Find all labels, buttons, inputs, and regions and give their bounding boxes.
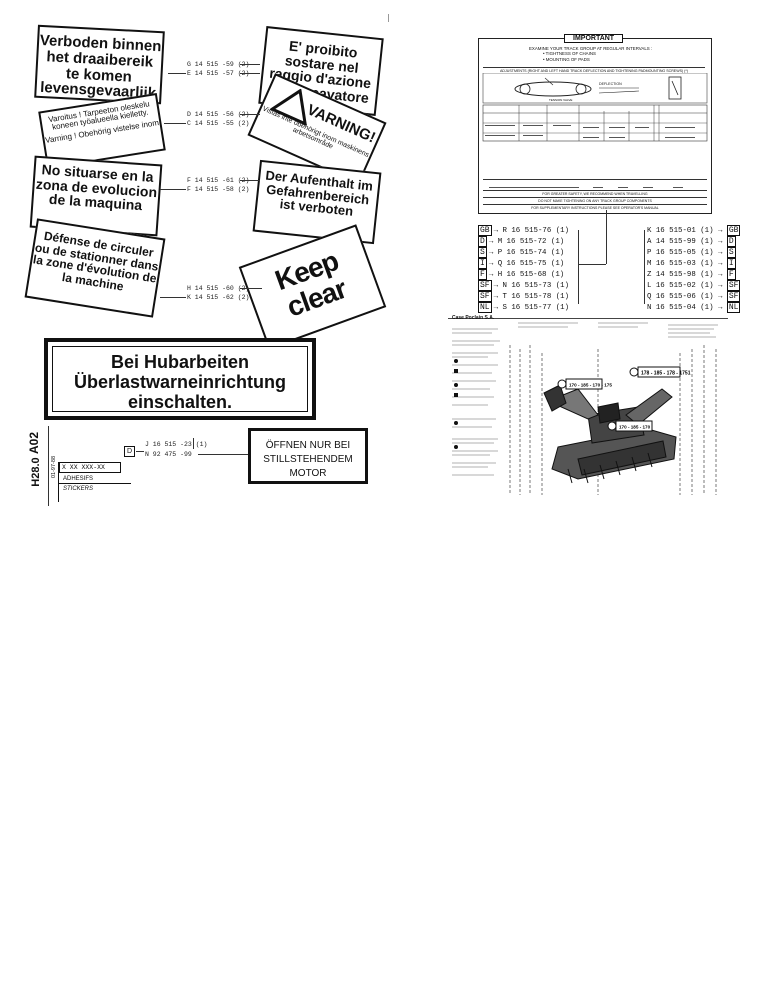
excavator-diagram: 178 - 185 - 178 - 1751 170 - 185 - 170 -…: [452, 322, 718, 495]
ref-row: M 16 515-03 (1) → I: [647, 258, 736, 269]
sticker-dutch: Verboden binnen het draaibereik te komen…: [34, 24, 165, 105]
notice-caption: ADJUSTMENTS (RIGHT AND LEFT HAND TRACK D…: [483, 67, 705, 73]
ref-row: L 16 515-02 (1) → SF: [647, 280, 741, 291]
part-number-e: E 14 515 -57 (2): [187, 70, 250, 77]
sticker-german-aufenthalt: Der Aufenthalt im Gefahrenbereich ist ve…: [252, 159, 382, 245]
notice-instructions: EXAMINE YOUR TRACK GROUP AT REGULAR INTE…: [529, 46, 653, 62]
ref-row: SF→ T 16 515-78 (1): [478, 291, 570, 302]
manual-label-1: 178 - 185 - 178 - 1751: [641, 371, 691, 377]
side-date: 01-97-88: [51, 455, 57, 479]
ref-row: D→ M 16 515-72 (1): [478, 236, 565, 247]
part-number-d: D 14 515 -56 (2): [187, 111, 250, 118]
side-code-a02: A02: [27, 432, 41, 455]
title-block-line1: ADHESIFS: [59, 473, 131, 484]
part-number-g: G 14 515 -59 (2): [187, 61, 250, 68]
sticker-hubarbeiten: Bei Hubarbeiten Überlastwarneinrichtung …: [44, 338, 316, 420]
part-number-h: H 14 515 -60 (2): [187, 285, 250, 292]
notice-footer: FOR GREATER SAFETY, WE RECOMMEND WHEN TR…: [483, 190, 707, 211]
ref-row: NL→ S 16 515-77 (1): [478, 302, 570, 313]
part-number-k: K 14 515 -62 (2): [187, 294, 250, 301]
manual-page: Case Poclain S.A.: [448, 315, 728, 495]
ref-row: Q 16 515-06 (1) → SF: [647, 291, 741, 302]
side-code-h28: H28.0: [30, 457, 42, 487]
sticker-swedish: VARNING! Vistas inte obehörigt inom mask…: [247, 73, 387, 185]
part-number-n: N 92 475 -99: [145, 451, 192, 458]
ref-row: SF→ N 16 515-73 (1): [478, 280, 570, 291]
manual-label-2: 170 - 185 - 170 - 175: [569, 383, 612, 388]
small-code-box: D: [124, 446, 136, 457]
ref-row: I→ Q 16 515-75 (1): [478, 258, 565, 269]
ref-row: K 16 515-01 (1) → GB: [647, 225, 741, 236]
ref-row: P 16 515-05 (1) → S: [647, 247, 736, 258]
ref-row: A 14 515-99 (1) → D: [647, 236, 736, 247]
manual-label-3: 170 - 185 - 170: [619, 425, 651, 430]
title-block-code: X XX XXX-XX: [59, 462, 121, 473]
warning-triangle-icon: [269, 88, 308, 127]
sticker-motor: ÖFFNEN NUR BEI STILLSTEHENDEM MOTOR: [248, 428, 368, 484]
title-block-line2: STICKERS: [63, 486, 94, 492]
ref-row: GB→ R 16 515-76 (1): [478, 225, 570, 236]
deflection-label: DEFLECTION: [599, 82, 622, 86]
part-number-f2: F 14 515 -58 (2): [187, 186, 250, 193]
ref-row: N 16 515-04 (1) → NL: [647, 302, 741, 313]
ref-row: S→ P 16 515-74 (1): [478, 247, 565, 258]
ref-row: Z 14 515-98 (1) → F: [647, 269, 736, 280]
part-number-j: J 16 515 -23 (1): [145, 441, 208, 448]
notice-title: IMPORTANT: [564, 34, 624, 43]
ref-row: F→ H 16 515-68 (1): [478, 269, 565, 280]
title-block: X XX XXX-XX ADHESIFS STICKERS: [58, 462, 131, 502]
track-diagram: TENSION VALVE: [482, 73, 708, 142]
svg-text:TENSION VALVE: TENSION VALVE: [549, 98, 572, 102]
track-notice: IMPORTANT EXAMINE YOUR TRACK GROUP AT RE…: [478, 34, 712, 214]
manual-title: Case Poclain S.A.: [452, 315, 495, 321]
part-number-f: F 14 515 -61 (2): [187, 177, 250, 184]
part-number-c: C 14 515 -55 (2): [187, 120, 250, 127]
